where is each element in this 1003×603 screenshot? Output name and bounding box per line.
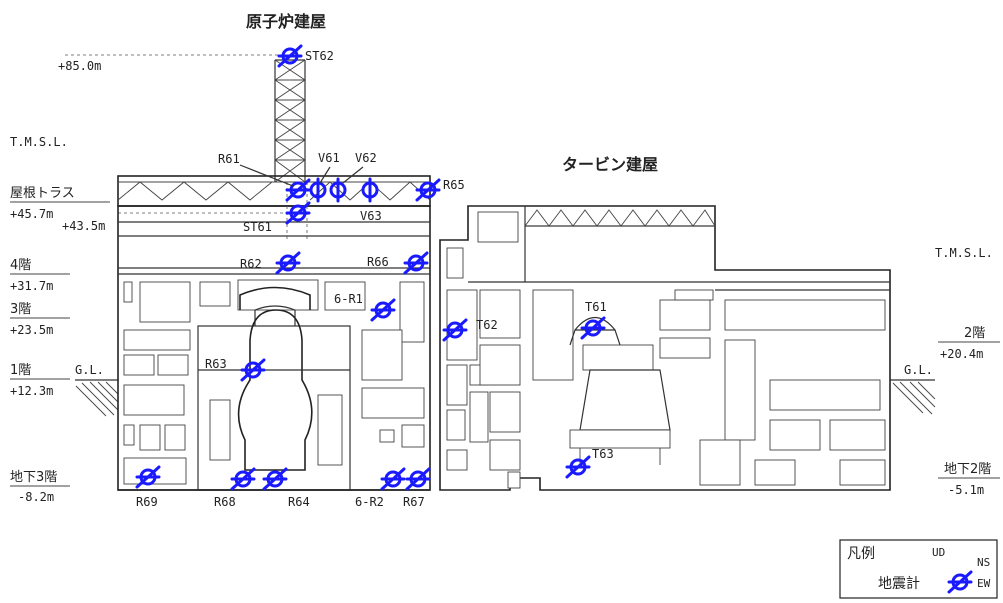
turbine-building	[439, 205, 891, 491]
b3-elev: -8.2m	[18, 490, 54, 504]
sensor-label-6-R1: 6-R1	[334, 292, 363, 306]
reactor-containment	[197, 286, 351, 491]
b3-label: 地下3階	[10, 470, 57, 485]
b2-right-elev: -5.1m	[948, 483, 984, 497]
floor3-elev: +23.5m	[10, 323, 53, 337]
sensor-label-R61: R61	[218, 152, 240, 166]
level-top-elev: +85.0m	[58, 59, 101, 73]
sensor-label-R62: R62	[240, 257, 262, 271]
legend-instrument: 地震計	[878, 576, 920, 592]
left-level-labels: +85.0m T.M.S.L. 屋根トラス +45.7m +43.5m 4階 +…	[10, 54, 298, 504]
turbine-pedestal	[532, 289, 714, 465]
sensor-R63[interactable]	[240, 358, 266, 382]
sensor-R68[interactable]	[230, 467, 256, 491]
sensor-R67[interactable]	[405, 467, 431, 491]
sensor-label-ST61: ST61	[243, 220, 272, 234]
roof-truss	[117, 175, 431, 207]
sensor-T61[interactable]	[580, 316, 606, 340]
sensor-ST62[interactable]	[277, 44, 303, 68]
sensor-label-6-R2: 6-R2	[355, 495, 384, 509]
turbine-building-title: タービン建屋	[562, 155, 658, 174]
legend-sensor-icon	[947, 570, 973, 594]
ground-hatch-left	[75, 379, 119, 417]
sensor-6-R2[interactable]	[380, 467, 406, 491]
legend-title: 凡例	[847, 546, 875, 562]
b2-right-label: 地下2階	[944, 462, 991, 477]
floor4-elev: +31.7m	[10, 279, 53, 293]
sensor-R66[interactable]	[403, 251, 429, 275]
sensor-label-R69: R69	[136, 495, 158, 509]
floor2-right-elev: +20.4m	[940, 347, 983, 361]
floor3-label: 3階	[10, 302, 31, 317]
roof-truss-label: 屋根トラス	[10, 186, 75, 201]
sensor-label-ST62: ST62	[305, 49, 334, 63]
sensor-label-R67: R67	[403, 495, 425, 509]
exhaust-stack	[274, 59, 306, 183]
sensor-label-R65: R65	[443, 178, 465, 192]
sensor-label-R63: R63	[205, 357, 227, 371]
legend: 凡例 UD NS 地震計 EW	[839, 539, 998, 599]
legend-ew: EW	[977, 577, 991, 590]
sensor-ST61[interactable]	[285, 201, 311, 225]
sensor-V61[interactable]	[309, 177, 327, 203]
gl-right: G.L.	[904, 363, 933, 377]
tmsl-right: T.M.S.L.	[935, 246, 993, 260]
floor4-label: 4階	[10, 258, 31, 273]
right-level-labels: T.M.S.L. 2階 +20.4m G.L. 地下2階 -5.1m	[904, 246, 1000, 497]
sensor-label-T63: T63	[592, 447, 614, 461]
gl-left: G.L.	[75, 363, 104, 377]
sensor-T62[interactable]	[442, 318, 468, 342]
sensor-R61[interactable]	[285, 178, 311, 202]
sensor-R64[interactable]	[262, 467, 288, 491]
sensor-label-R64: R64	[288, 495, 310, 509]
reactor-building-title: 原子炉建屋	[246, 12, 326, 31]
sensor-R65[interactable]	[415, 178, 441, 202]
sensor-label-V61: V61	[318, 151, 340, 165]
roof-elev: +45.7m	[10, 207, 53, 221]
tmsl-left: T.M.S.L.	[10, 135, 68, 149]
sensor-V63[interactable]	[361, 177, 379, 203]
sensor-label-V62: V62	[355, 151, 377, 165]
floor1-elev: +12.3m	[10, 384, 53, 398]
sensor-label-T61: T61	[585, 300, 607, 314]
sensor-label-R68: R68	[214, 495, 236, 509]
sensor-T63[interactable]	[565, 455, 591, 479]
sensor-label-R66: R66	[367, 255, 389, 269]
legend-ns: NS	[977, 556, 990, 569]
sensor-label-V63: V63	[360, 209, 382, 223]
sensor-label-T62: T62	[476, 318, 498, 332]
reactor-building	[117, 59, 431, 491]
sensor-R62[interactable]	[275, 251, 301, 275]
floor1-label: 1階	[10, 363, 31, 378]
legend-ud: UD	[932, 546, 945, 559]
floor2-right-label: 2階	[964, 326, 985, 341]
sensor-R69[interactable]	[135, 465, 161, 489]
ground-hatch-right	[890, 379, 936, 415]
roof-inner-elev: +43.5m	[62, 219, 105, 233]
sensor-V62[interactable]	[329, 177, 347, 203]
sensor-6-R1[interactable]	[370, 298, 396, 322]
